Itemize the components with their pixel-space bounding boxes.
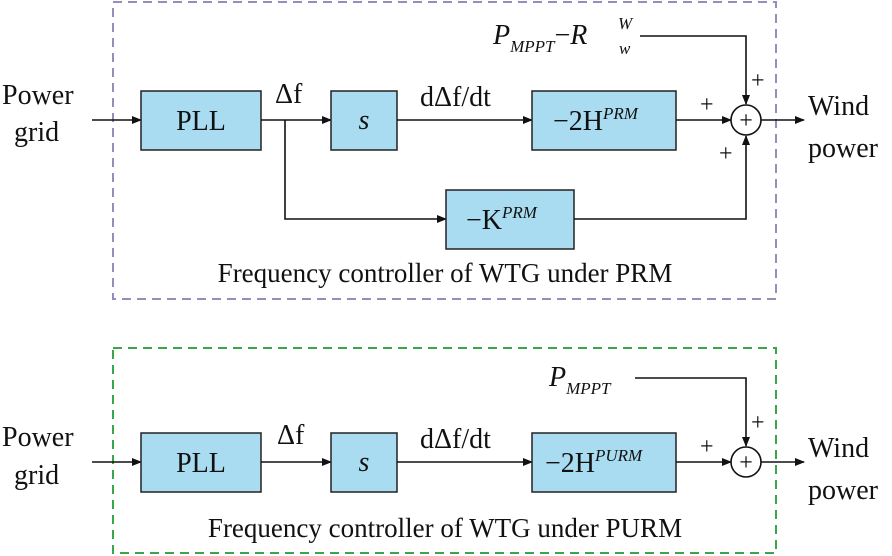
bottom-pll-block [140,432,262,493]
top-delta-f-label: Δf [275,79,303,110]
top-output-label-line1: Wind [808,91,869,122]
bottom-derivative-label: dΔf/dt [420,424,491,455]
top-caption: Frequency controller of WTG under PRM [218,258,673,288]
top-ref-label: PMPPT−R [492,20,587,56]
bottom-plus-left: + [700,434,714,460]
bottom-pll-label: PLL [176,448,226,479]
bottom-plus-top: + [751,410,765,436]
bottom-h-block [531,432,677,493]
top-pll-label: PLL [176,106,226,137]
top-k-block [445,189,575,250]
top-k-to-sum-arrow [574,135,750,220]
top-sum-symbol: + [739,108,753,134]
bottom-output-label-line2: power [808,475,879,506]
top-plus-top: + [751,68,765,94]
bottom-input-label-line2: grid [14,460,59,491]
top-branch-to-k [284,120,447,223]
bottom-ref-label: PMPPT [548,362,612,398]
purm-frame [112,347,777,554]
bottom-ref-arrow [635,377,750,447]
top-plus-left: + [700,92,714,118]
top-input-label-line2: grid [14,117,59,148]
top-ref-r-sup: W [618,14,634,33]
top-h-label: −2HPRM [553,104,639,137]
top-k-label: −KPRM [466,203,538,236]
bottom-caption: Frequency controller of WTG under PURM [208,513,682,543]
top-s-block [330,90,398,151]
top-plus-bottom: + [719,141,733,167]
bottom-input-label-line1: Power [2,422,74,453]
bottom-output-label-line1: Wind [808,433,869,464]
top-s-label: s [359,105,370,136]
top-ref-r-sub: w [619,39,631,58]
top-output-label-line2: power [808,133,879,164]
bottom-h-label: −2HPURM [545,446,643,479]
bottom-delta-f-label: Δf [277,420,305,451]
top-input-label-line1: Power [2,80,74,111]
top-derivative-label: dΔf/dt [420,82,491,113]
top-ref-arrow [640,35,750,105]
prm-frame [112,1,777,300]
bottom-sum-symbol: + [739,450,753,476]
bottom-s-label: s [359,447,370,478]
top-pll-block [140,90,262,151]
